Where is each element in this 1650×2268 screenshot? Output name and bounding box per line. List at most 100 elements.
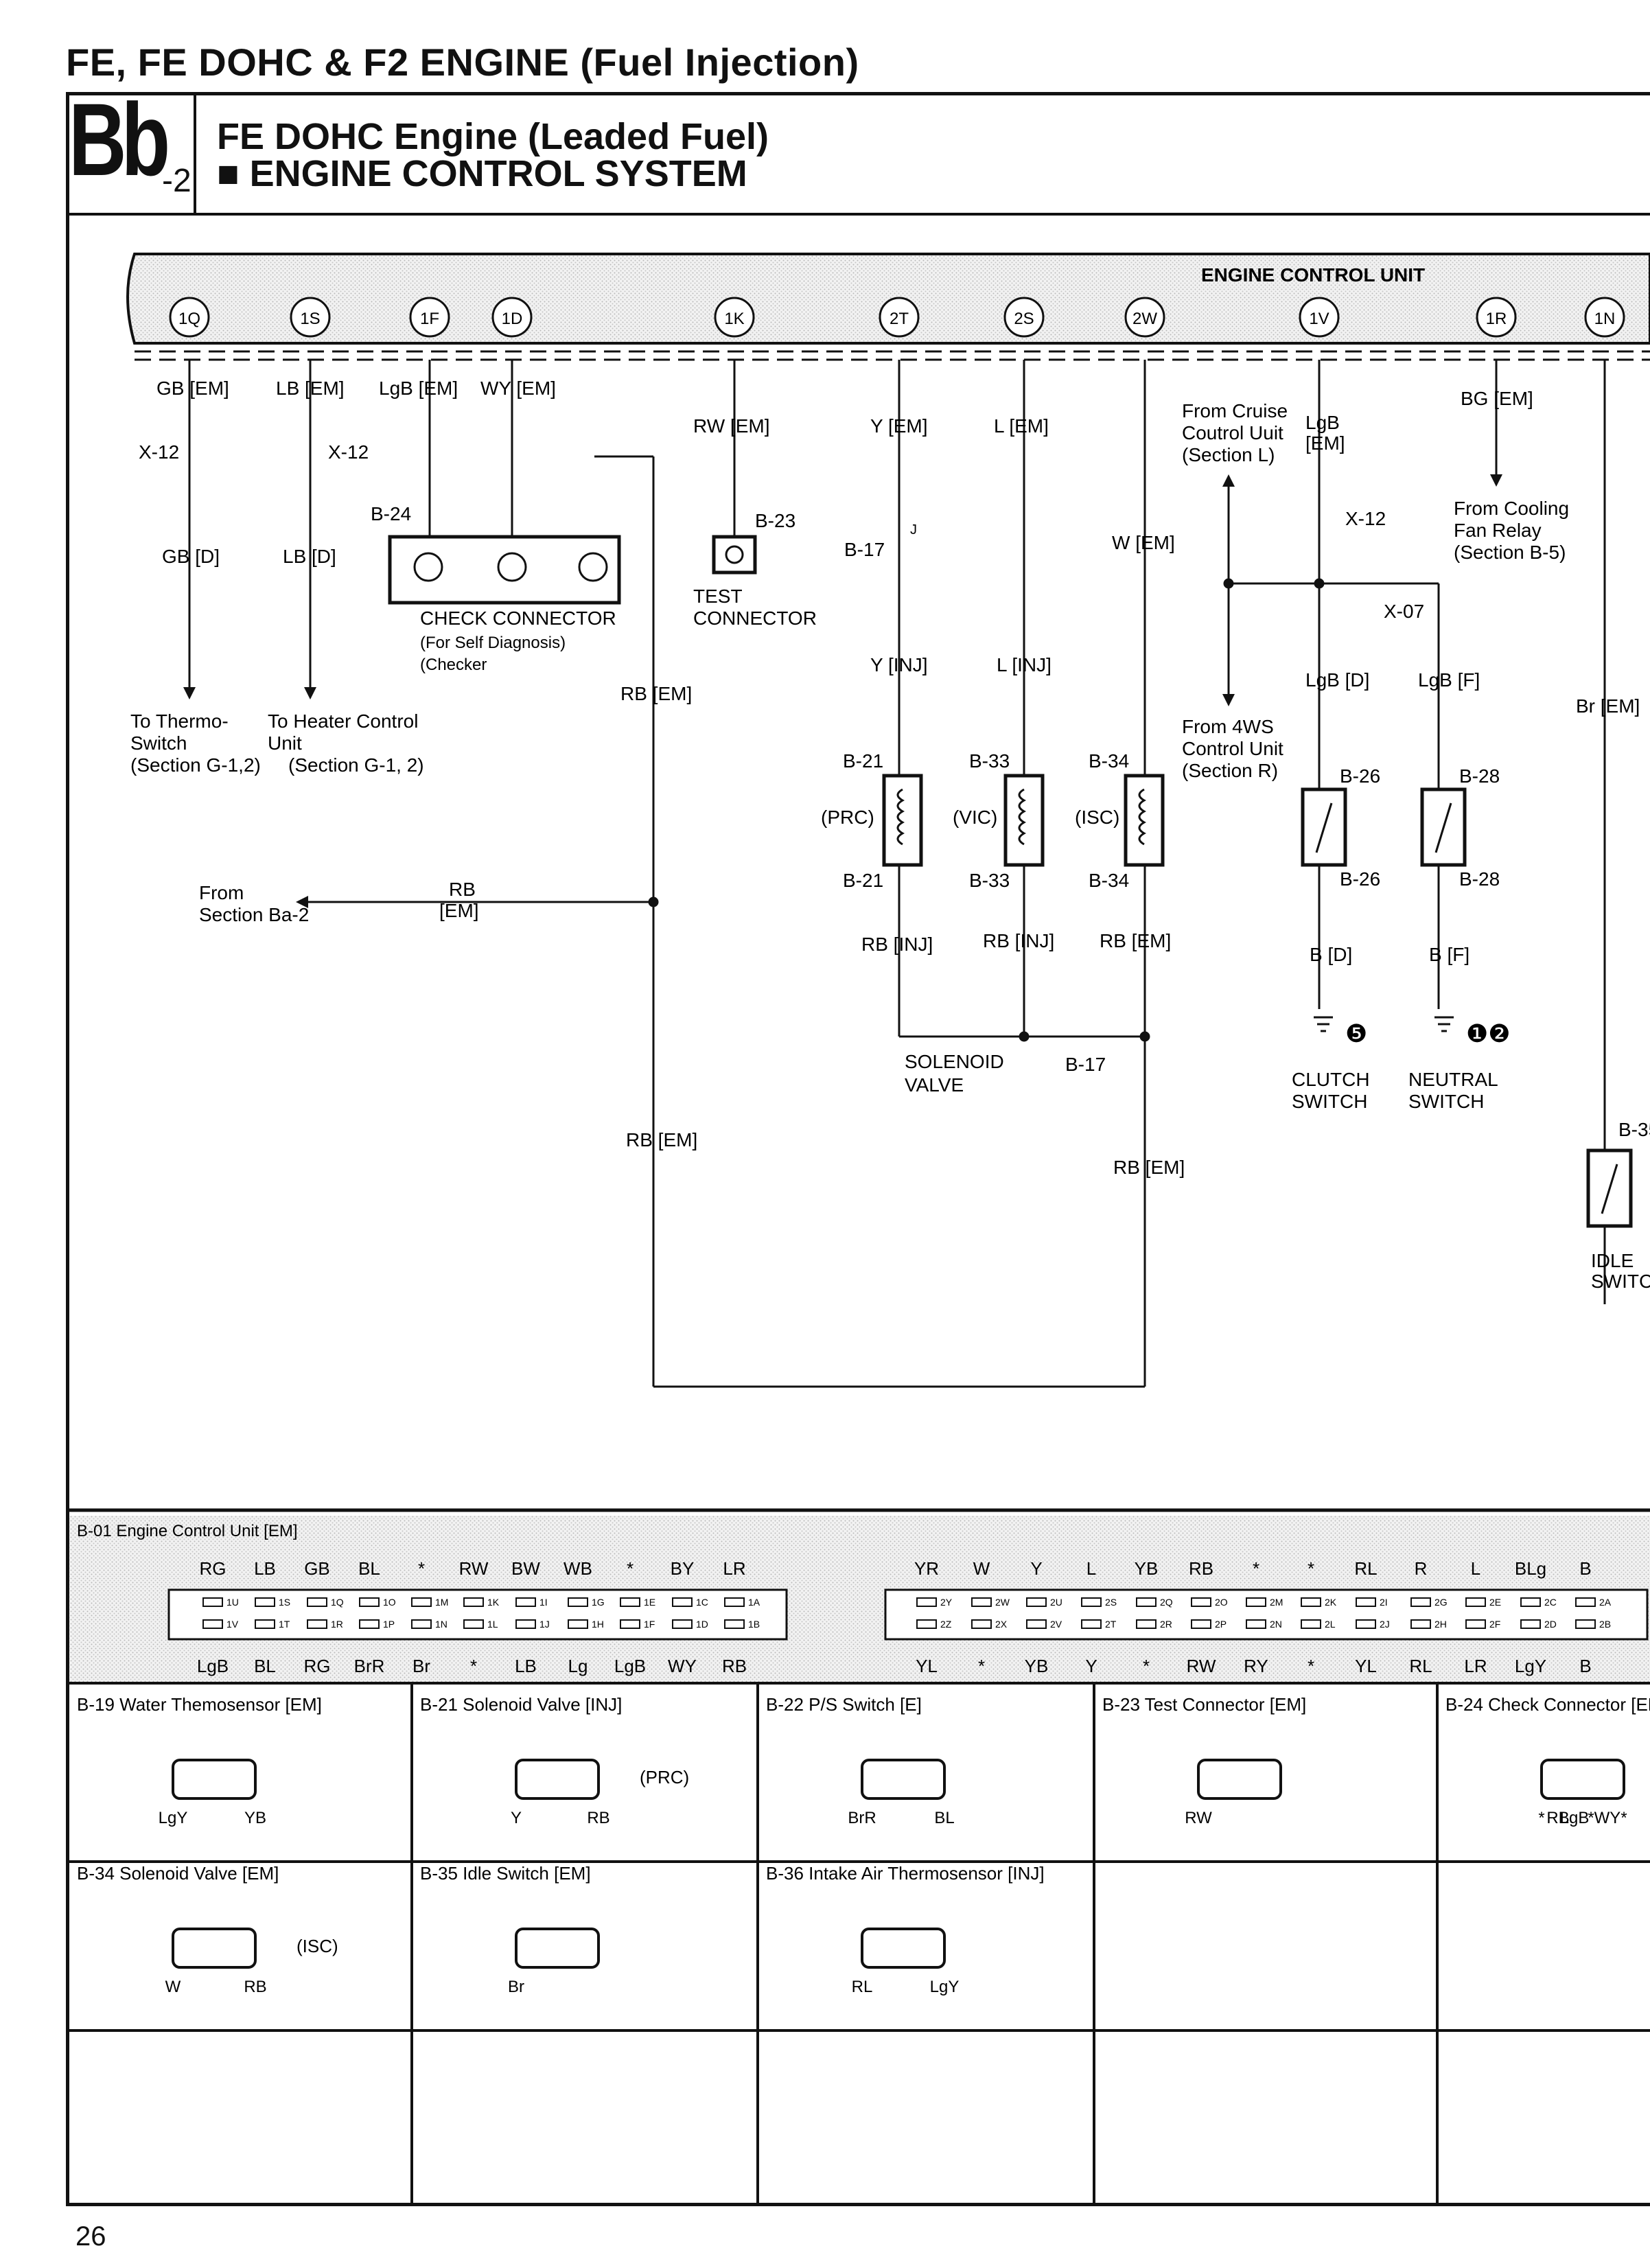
ecu-pin — [202, 1597, 223, 1607]
note-cruise-2: Coutrol Uuit — [1182, 422, 1283, 443]
ecu-pin — [620, 1597, 640, 1607]
check-connector-note: (For Self Diagnosis) — [420, 634, 566, 652]
connector-table-pin: * — [1620, 1809, 1627, 1827]
connector-label-j: J — [910, 522, 917, 537]
wire-label-gb-d: GB [D] — [162, 546, 220, 567]
ecu-pin — [202, 1619, 223, 1629]
wire-label-rb-inj-1: RB [INJ] — [861, 934, 933, 955]
ecu-pin-number: 1G — [592, 1597, 605, 1608]
idle-switch — [1586, 1148, 1633, 1228]
check-connector — [388, 535, 621, 605]
connector-table-pin: RB — [244, 1978, 266, 1996]
ecu-pin — [307, 1619, 327, 1629]
ecu-pin — [1191, 1619, 1211, 1629]
wire-label-lb-d: LB [D] — [283, 546, 336, 567]
ecu-pin-number: 2R — [1160, 1619, 1172, 1630]
ecu-pin-number: 1E — [644, 1597, 655, 1608]
ecu-pin-number: 2F — [1489, 1619, 1500, 1630]
ecu-terminal-label: 1F — [420, 310, 439, 328]
wire-label-y-inj: Y [INJ] — [870, 654, 928, 675]
neutral-switch-label-2: SWITCH — [1408, 1091, 1484, 1112]
neutral-switch-contact — [1434, 802, 1452, 853]
ecu-pin-wire-label: BW — [511, 1558, 540, 1579]
ecu-pin-number: 1A — [748, 1597, 760, 1608]
ecu-pin-number: 2T — [1105, 1619, 1117, 1630]
ecu-pin-number: 1O — [383, 1597, 396, 1608]
ecu-pin-number: 1F — [644, 1619, 655, 1630]
wire-label-l-inj: L [INJ] — [997, 654, 1051, 675]
clutch-switch-contact — [1315, 802, 1333, 853]
wire-label-y-em: Y [EM] — [870, 415, 928, 437]
ecu-pin — [1026, 1597, 1047, 1607]
ecu-pin-wire-label: GB — [304, 1558, 330, 1579]
note-cruise: From Cruise — [1182, 400, 1288, 421]
wire-label-gb-em: GB [EM] — [156, 378, 229, 399]
ecu-pin-wire-label: YB — [1135, 1558, 1159, 1579]
ecu-pin — [1410, 1619, 1431, 1629]
ecu-terminal-1s — [290, 297, 331, 338]
note-heater: To Heater Control — [268, 710, 418, 732]
ecu-pin — [1356, 1597, 1376, 1607]
ground-symbols — [1314, 1016, 1454, 1032]
ecu-pin-wire-label: BrR — [354, 1656, 385, 1676]
ecu-pin-number: 1C — [696, 1597, 708, 1608]
ecu-connector-pins: RG1ULB1SGB1QBL1O*1MRW1KBW1IWB1G*1EBY1CLR… — [197, 1558, 1612, 1676]
connector-table-title: B-34 Solenoid Valve [EM] — [77, 1863, 279, 1884]
check-connector-pin — [497, 552, 527, 582]
ecu-pin — [672, 1597, 693, 1607]
ecu-pin-number: 2D — [1544, 1619, 1557, 1630]
note-from-section-2: Section Ba-2 — [199, 904, 309, 925]
note-heater-2: Unit — [268, 732, 302, 754]
ecu-pin — [1301, 1597, 1321, 1607]
ecu-pin — [359, 1619, 380, 1629]
ecu-terminal-2w — [1124, 297, 1165, 338]
ecu-terminal-1r — [1476, 297, 1517, 338]
ecu-terminal-1f — [409, 297, 450, 338]
ecu-pin-number: 2Q — [1160, 1597, 1173, 1608]
ecu-terminal-label: 1K — [724, 310, 744, 328]
ecu-pin-wire-label: B — [1579, 1656, 1591, 1676]
section-code-box — [66, 92, 196, 216]
ecu-pin-wire-label: LR — [1464, 1656, 1487, 1676]
ecu-pin — [359, 1597, 380, 1607]
isc-coil-winding — [1138, 788, 1147, 846]
note-from-section: From — [199, 882, 244, 903]
ecu-terminal-1v — [1299, 297, 1340, 338]
ecu-pin-number: 2H — [1434, 1619, 1447, 1630]
note-4ws-3: (Section R) — [1182, 760, 1278, 781]
ecu-terminal-label: 1V — [1309, 310, 1329, 328]
ecu-pin-number: 2J — [1380, 1619, 1390, 1630]
connector-table-title: B-22 P/S Switch [E] — [766, 1694, 922, 1715]
ecu-pin-number: 2L — [1325, 1619, 1336, 1630]
wire-label-rb-em-1: RB [EM] — [620, 683, 692, 704]
connector-table-pin: BrR — [848, 1809, 876, 1827]
section-code-suffix: -2 — [162, 163, 191, 199]
note-cooling-2: Fan Relay — [1454, 520, 1542, 541]
page-number: 26 — [75, 2221, 106, 2252]
wires — [183, 360, 1606, 1388]
connector-table-pin: BL — [934, 1809, 954, 1827]
solenoid-valve-label-2: VALVE — [905, 1074, 964, 1096]
connector-label-b21-bottom: B-21 — [843, 870, 883, 891]
test-connector-pin — [725, 545, 744, 564]
ecu-pin-wire-label: WY — [668, 1656, 697, 1676]
connector-label-b34-bottom: B-34 — [1089, 870, 1129, 891]
ecu-pin-wire-label: Br — [412, 1656, 430, 1676]
section-code: Bb — [69, 82, 170, 197]
ecu-pin — [724, 1597, 745, 1607]
ecu-pin-number: 1N — [435, 1619, 448, 1630]
ecu-pin-wire-label: R — [1415, 1558, 1428, 1579]
wire-label-wy-em: WY [EM] — [480, 378, 556, 399]
ecu-pin — [1191, 1597, 1211, 1607]
connector-label-b26-bottom: B-26 — [1340, 868, 1380, 890]
ecu-pin-number: 2Y — [940, 1597, 953, 1608]
check-connector-pin — [413, 552, 443, 582]
ecu-pin — [568, 1619, 588, 1629]
solenoid-valve-label: SOLENOID — [905, 1051, 1004, 1072]
idle-switch-contact — [1601, 1164, 1618, 1214]
connector-table-shape — [515, 1928, 600, 1969]
wire-junction — [648, 896, 659, 907]
connector-table-pin: WY — [1594, 1809, 1621, 1827]
